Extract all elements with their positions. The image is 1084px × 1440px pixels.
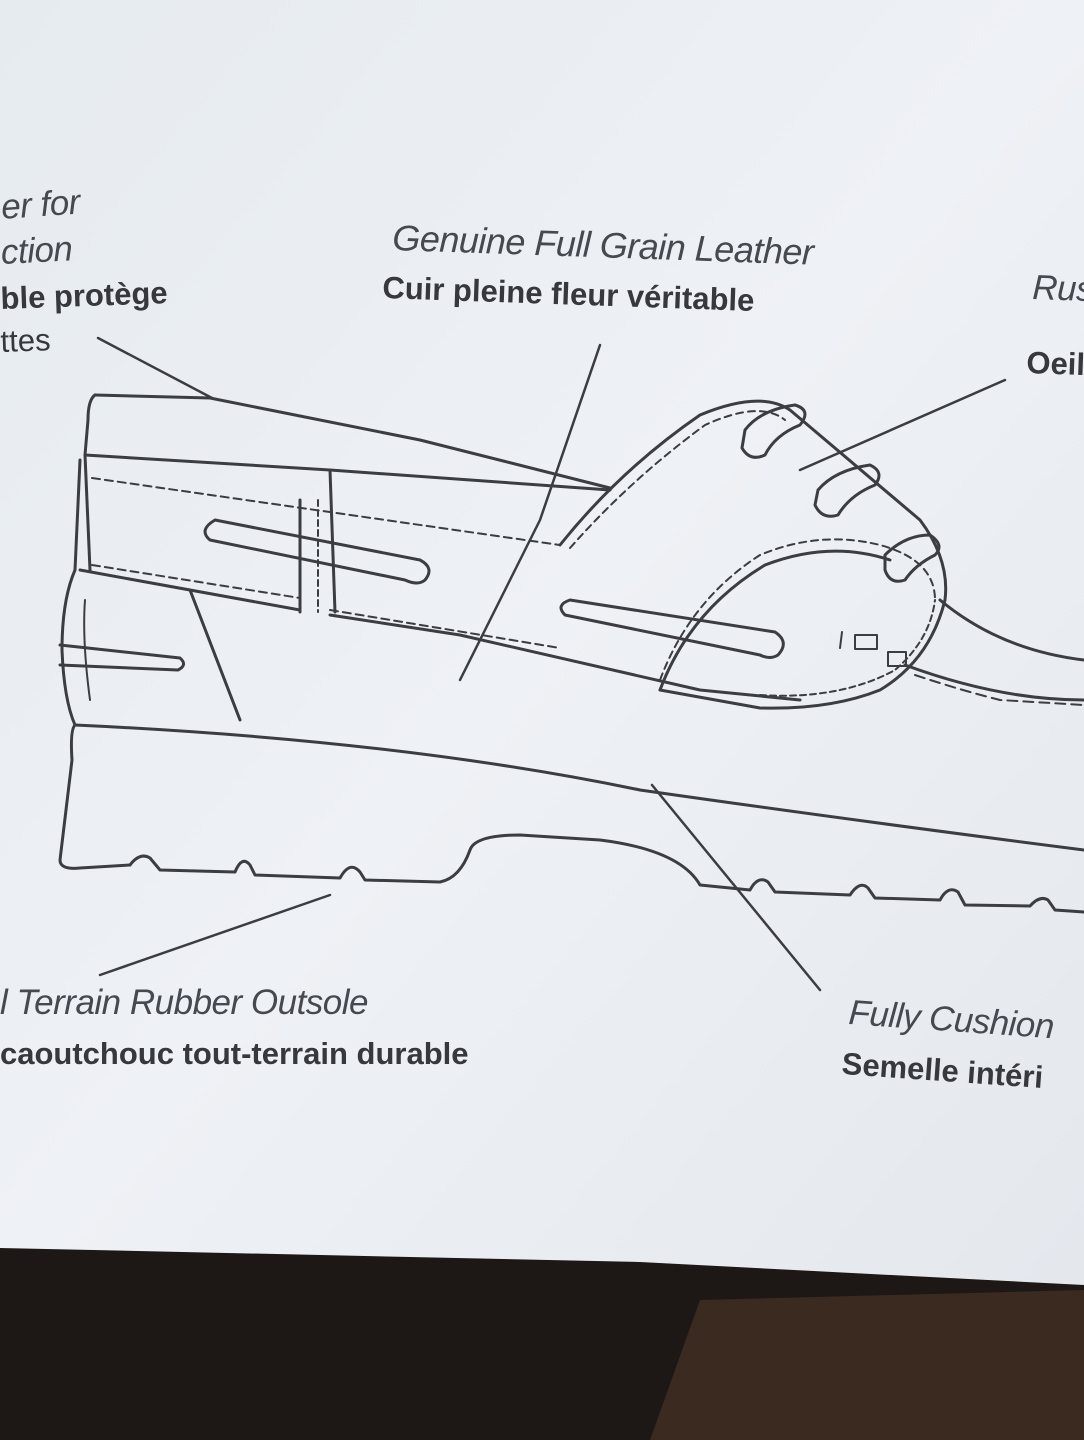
label-top-left-line1: er for (0, 182, 82, 227)
label-top-right-en: Rus (1031, 268, 1084, 310)
shoe-illustration (58, 336, 1084, 992)
label-outsole-fr: caoutchouc tout-terrain durable (0, 1036, 469, 1071)
label-outsole-en: l Terrain Rubber Outsole (0, 983, 369, 1022)
label-top-left-line3: ble protège (0, 275, 169, 316)
label-top-left-line4: ttes (0, 322, 52, 359)
label-top-right-fr: Oeil (1025, 345, 1084, 383)
label-top-left-line2: ction (0, 229, 74, 272)
